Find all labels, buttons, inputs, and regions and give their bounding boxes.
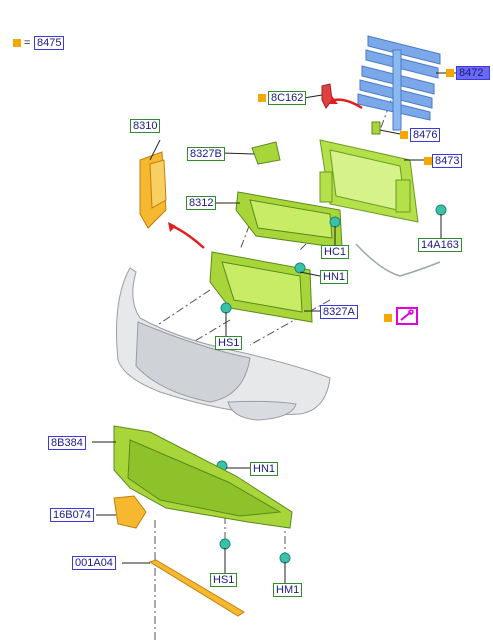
label-8C162[interactable]: 8C162 — [268, 91, 307, 105]
label-HM1[interactable]: HM1 — [273, 583, 303, 597]
bumper-cover — [116, 267, 331, 421]
radiator-frame-8473 — [319, 139, 419, 223]
label-HS1-lower[interactable]: HS1 — [210, 573, 238, 587]
grille-8327A — [209, 251, 313, 323]
label-HC1[interactable]: HC1 — [321, 245, 350, 259]
label-HS1-upper[interactable]: HS1 — [215, 336, 243, 350]
clip-8C162 — [321, 83, 333, 109]
label-8327A[interactable]: 8327A — [320, 305, 358, 319]
label-14A163[interactable]: 14A163 — [418, 238, 462, 252]
deflector-8312 — [235, 191, 343, 249]
label-16B074[interactable]: 16B074 — [50, 508, 94, 522]
label-8327B[interactable]: 8327B — [187, 147, 225, 161]
marker-8473 — [424, 157, 432, 165]
label-001A04[interactable]: 001A04 — [72, 556, 116, 570]
label-8312[interactable]: 8312 — [186, 196, 217, 210]
legend-marker — [13, 39, 21, 47]
label-HN1-lower[interactable]: HN1 — [250, 462, 279, 476]
label-8473[interactable]: 8473 — [432, 154, 463, 168]
bracket-8327B — [251, 141, 281, 165]
label-HN1-upper[interactable]: HN1 — [320, 270, 349, 284]
grille-shutter-8472 — [357, 35, 441, 131]
legend-equals: = — [24, 37, 31, 49]
label-8476[interactable]: 8476 — [410, 128, 441, 142]
air-duct-8310 — [139, 151, 167, 229]
teal-clips — [216, 204, 447, 564]
label-8B384[interactable]: 8B384 — [48, 436, 86, 450]
clip-8476 — [371, 121, 381, 135]
strip-001A04 — [148, 559, 245, 617]
bracket-16B074 — [113, 495, 147, 529]
marker-8C162 — [258, 94, 266, 102]
marker-8472 — [446, 69, 454, 77]
sensor-cable — [355, 243, 441, 277]
label-8310[interactable]: 8310 — [130, 119, 161, 133]
marker-tool — [384, 314, 392, 322]
marker-8476 — [400, 131, 408, 139]
splash-shield-8B384 — [113, 425, 293, 529]
label-8472[interactable]: 8472 — [456, 66, 490, 80]
leader-lines — [92, 72, 456, 584]
wrench-icon[interactable] — [396, 307, 418, 325]
legend-code-label[interactable]: 8475 — [34, 36, 65, 50]
